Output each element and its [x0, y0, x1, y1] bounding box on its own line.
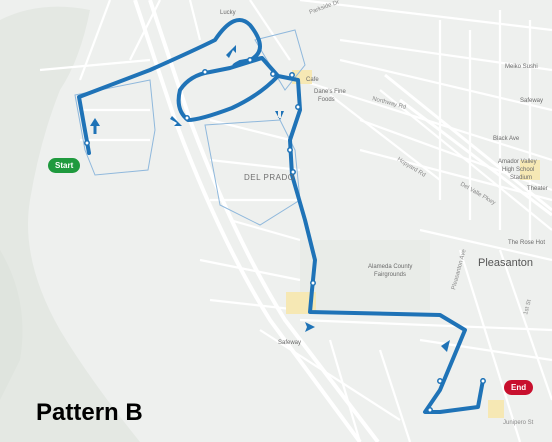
hopyard-road [384, 73, 552, 212]
delvalle-road [399, 98, 552, 217]
street-grid [39, 0, 552, 442]
arrow-right-icon [305, 322, 315, 332]
pattern-title: Pattern B [36, 399, 143, 426]
stop-dot [202, 69, 208, 75]
place-label-amador-2: High School [502, 167, 534, 173]
stop-dot [270, 71, 276, 77]
city-label-pleasanton: Pleasanton [478, 257, 533, 269]
street-label-first: 1st St [523, 299, 533, 316]
place-label-amador-3: Stadium [510, 175, 532, 181]
hills-shade [0, 250, 23, 400]
stop-dot [247, 57, 253, 63]
place-label-danes: Dane's Fine [314, 89, 346, 95]
arrow-down-left-icon [441, 340, 450, 352]
direction-arrows [90, 45, 450, 352]
stop-dot [289, 72, 295, 78]
place-label-rose-hotel: The Rose Hot [508, 240, 545, 246]
stop-dot [295, 104, 301, 110]
place-label-cafe: Cafe [306, 77, 319, 83]
highway [133, 0, 380, 442]
arrow-down-right-icon [170, 116, 182, 126]
route-stops [84, 57, 486, 413]
place-label-danes-2: Foods [318, 97, 335, 103]
fairgrounds-area [300, 240, 430, 310]
stop-dot [287, 147, 293, 153]
stop-dot [427, 407, 433, 413]
school-highlight [520, 160, 540, 180]
place-label-lucky: Lucky [220, 10, 236, 16]
stop-dot [184, 115, 190, 121]
stop-dot [84, 140, 90, 146]
stop-dot [290, 169, 296, 175]
arrow-up-icon [90, 118, 100, 134]
arrow-down-icon [275, 111, 284, 120]
stop-dot [437, 378, 443, 384]
place-label-theater: Theater [527, 186, 548, 192]
stop-dot [310, 280, 316, 286]
district-outline-west [74, 79, 156, 176]
start-marker[interactable]: Start [48, 158, 81, 173]
place-label-safeway-bottom: Safeway [278, 340, 301, 346]
place-label-fair-1: Alameda County [368, 264, 412, 270]
end-marker[interactable]: End [504, 380, 534, 395]
place-label-melo: Meiko Sushi [505, 64, 538, 70]
place-label-black-ave: Black Ave [493, 136, 520, 142]
street-label-junipero: Junipero St [503, 420, 534, 426]
place-label-fair-2: Fairgrounds [374, 272, 406, 278]
area-label-delprado: DEL PRADO [244, 173, 294, 182]
end-highlight [488, 400, 504, 418]
arrow-up-right-icon [226, 45, 236, 58]
place-label-safeway-top: Safeway [520, 98, 543, 104]
hills-terrain [0, 6, 140, 442]
place-label-amador-1: Amador Valley [498, 159, 537, 165]
stop-dot [480, 378, 486, 384]
